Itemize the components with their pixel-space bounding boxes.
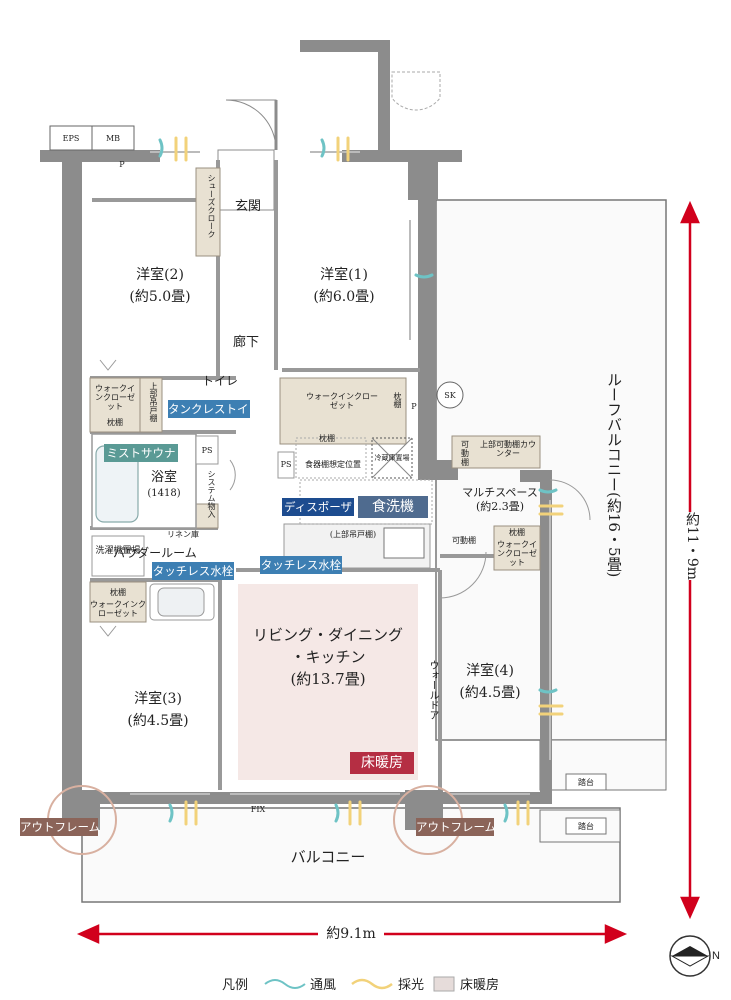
- legend-light: 採光: [398, 978, 425, 993]
- legend-ventilation: 通風: [310, 978, 337, 993]
- floor-heating-legend-icon: [433, 976, 455, 992]
- shelf4-label: 枕棚: [509, 528, 525, 537]
- upper-counter-label: 上部可動棚カウンター: [480, 440, 536, 458]
- room-western2: 洋室(2)(約5.0畳): [129, 267, 191, 305]
- room-western4: 洋室(4)(約4.5畳): [459, 663, 521, 701]
- system-storage-label: システム物入: [207, 470, 216, 518]
- room-roof-balcony: ルーフバルコニー(約16・5畳): [605, 372, 623, 578]
- ps-label-1: PS: [201, 446, 213, 455]
- room-ldk: リビング・ダイニング・キッチン(約13.7畳): [252, 626, 403, 688]
- sk-label: SK: [444, 391, 456, 400]
- ps-label-2: PS: [280, 460, 292, 469]
- disposer-badge: ディスポーザ: [282, 498, 354, 516]
- fix-label: FIX: [250, 805, 266, 814]
- room-hallway: 廊下: [232, 335, 259, 350]
- step1-label: 踏台: [578, 778, 594, 787]
- touchless-faucet-badge-2: タッチレス水栓: [260, 556, 342, 574]
- kitchen: [283, 437, 433, 569]
- shoes-cloak-label: シューズクローク: [207, 174, 216, 238]
- kitchen-upper-label: (上部吊戸棚): [329, 530, 377, 539]
- wic4-label: ウォークインクローゼット: [497, 540, 537, 567]
- touchless-faucet-badge-1: タッチレス水栓: [152, 562, 234, 580]
- legend-floor-heating: 床暖房: [460, 978, 500, 993]
- wic1-label: ウォークインクローゼット: [95, 384, 135, 411]
- wic3-label: ウォークインクローゼット: [90, 600, 146, 618]
- shelf1b-label: 枕棚: [393, 392, 402, 408]
- mb-label: MB: [105, 134, 121, 143]
- eps-label: EPS: [62, 134, 80, 143]
- outframe-badge-2: アウトフレーム: [416, 818, 497, 836]
- wall-door-label: ウォールドア: [427, 660, 438, 720]
- dishwasher-badge: 食洗機: [358, 496, 428, 518]
- shelf2-label: 枕棚: [319, 434, 335, 443]
- floor-heating-zone: [238, 584, 418, 780]
- mist-sauna-badge: ミストサウナ: [104, 444, 178, 462]
- height-dimension: 約11・9m: [680, 512, 700, 580]
- pipe-label-2: P: [411, 402, 417, 411]
- room-toilet: トイレ: [201, 374, 238, 388]
- legend-title: 凡例: [222, 978, 249, 993]
- tankless-toilet-badge: タンクレストイレ: [168, 400, 260, 418]
- step2-label: 踏台: [578, 822, 594, 831]
- floor-heating-badge: 床暖房: [350, 752, 414, 774]
- compass-icon: [669, 935, 711, 977]
- shelf1-label: 枕棚: [107, 418, 123, 427]
- light-markers: [174, 136, 564, 826]
- ventilation-markers: [158, 138, 558, 823]
- room-entrance: 玄関: [234, 199, 261, 214]
- movable-shelf-label: 可動棚: [461, 440, 469, 467]
- dish-shelf-label: 食器棚想定位置: [305, 460, 361, 469]
- room-balcony: バルコニー: [290, 848, 366, 866]
- room-western3: 洋室(3)(約4.5畳): [127, 691, 189, 729]
- washer-label: 洗濯機置場: [95, 546, 141, 556]
- room-powder: パウダールーム: [113, 546, 197, 560]
- linen-label: リネン庫: [167, 530, 199, 539]
- width-dimension: 約9.1m: [318, 924, 384, 944]
- pipe-label-1: P: [119, 160, 125, 169]
- light-legend-icon: [351, 978, 393, 990]
- shelf3-label: 枕棚: [110, 588, 126, 597]
- movable-shelf2-label: 可動棚: [452, 536, 476, 545]
- room-multi-space: マルチスペース(約2.3畳): [462, 486, 538, 513]
- compass-north-label: N: [712, 950, 720, 962]
- room-western1: 洋室(1)(約6.0畳): [313, 267, 375, 305]
- exterior-walls: [40, 150, 552, 830]
- room-bath: 浴室(1418): [147, 470, 181, 499]
- upper-cabinet-label: 上部吊戸棚: [149, 382, 158, 422]
- outframe-badge-1: アウトフレーム: [20, 818, 101, 836]
- ventilation-legend-icon: [264, 979, 306, 989]
- wic-main-label: ウォークインクローゼット: [306, 392, 378, 410]
- closets: [89, 167, 541, 623]
- fridge-label: 冷蔵庫置場: [374, 454, 410, 462]
